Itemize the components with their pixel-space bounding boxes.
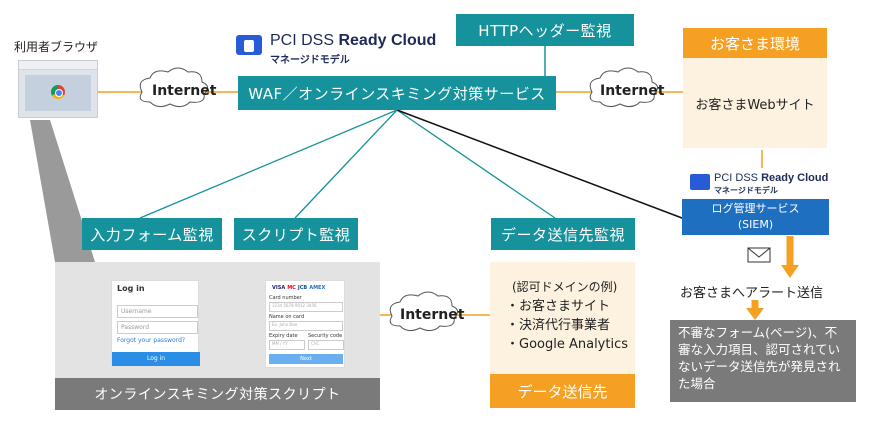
cloud-icon [389, 291, 458, 332]
browser-label: 利用者ブラウザ [14, 40, 99, 54]
card-brand-icons: VISA MC JCB AMEX [272, 285, 326, 291]
internet-label-left: Internet [152, 83, 217, 99]
http-header-monitor: HTTPヘッダー監視 [456, 14, 634, 46]
alert-label: お客さまへアラート送信 [680, 286, 824, 301]
data-destination-label: データ送信先 [490, 374, 635, 408]
browser-window [18, 60, 98, 118]
alert-condition-box: 不審なフォーム(ページ)、不審な入力項目、認可されていないデータ送信先が発見され… [670, 320, 856, 402]
waf-service: WAF／オンラインスキミング対策サービス [238, 76, 556, 110]
cloud-icon [589, 67, 658, 108]
login-form-mock: Log in Username Password Forgot your pas… [111, 280, 200, 366]
data-destination-monitor: データ送信先監視 [491, 218, 635, 250]
customer-website: お客さまWebサイト [683, 58, 827, 148]
domain-item: ・Google Analytics [506, 337, 629, 352]
domain-item: ・決済代行事業者 [506, 318, 611, 333]
cloud-grid-icon [234, 32, 264, 58]
customer-env-header: お客さま環境 [683, 28, 827, 58]
domain-item: ・お客さまサイト [506, 299, 611, 314]
siem-service: ログ管理サービス (SIEM) [682, 199, 829, 235]
internet-label-bottom: Internet [400, 307, 465, 323]
cloud-grid-icon [690, 174, 710, 190]
script-monitor: スクリプト監視 [234, 218, 358, 250]
input-form-monitor: 入力フォーム監視 [82, 218, 222, 250]
cloud-icon [139, 67, 208, 108]
skimming-script-panel: Log in Username Password Forgot your pas… [55, 262, 380, 410]
internet-label-right: Internet [600, 83, 665, 99]
authorized-domain-box: (認可ドメインの例) ・お客さまサイト ・決済代行事業者 ・Google Ana… [490, 262, 635, 374]
skimming-script-label: オンラインスキミング対策スクリプト [55, 378, 380, 410]
callout-triangle [30, 120, 95, 262]
card-form-mock: VISA MC JCB AMEX Card number 1234 5678 9… [265, 280, 345, 368]
mail-icon [747, 247, 771, 263]
